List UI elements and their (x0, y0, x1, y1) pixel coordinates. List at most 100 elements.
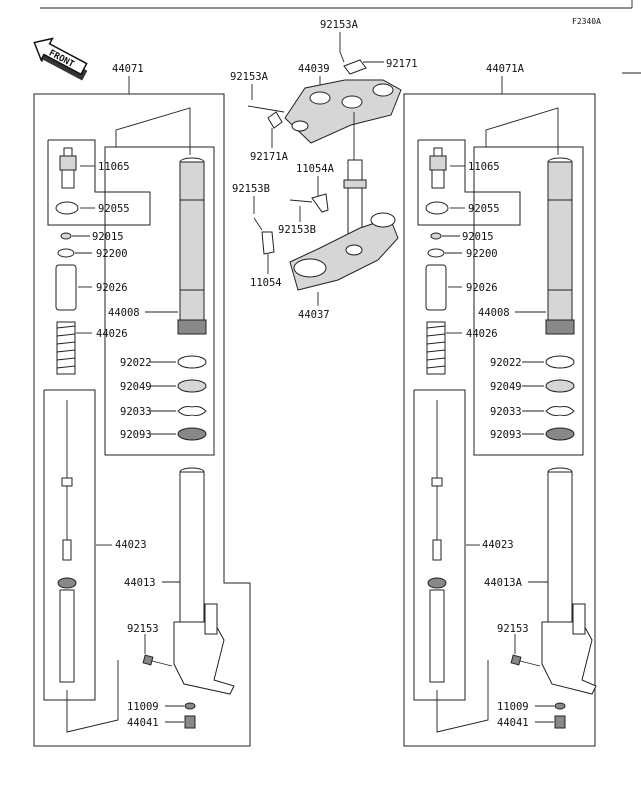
right-damper-box (413, 389, 466, 701)
label-L-92033: 92033 (120, 406, 152, 418)
bracket-11054 (261, 231, 275, 255)
left-damper-box (43, 389, 96, 701)
label-R-92153: 92153 (497, 623, 529, 635)
o-ring-92055-right (425, 201, 449, 215)
label-L-92022: 92022 (120, 357, 152, 369)
label-R-92022: 92022 (490, 357, 522, 369)
center-steering-assembly: 92153A 92171 44039 92153A 92171A 11054A (230, 19, 418, 321)
damper-rod-44023-left (57, 400, 77, 683)
label-44071: 44071 (112, 63, 144, 75)
label-L-92026: 92026 (96, 282, 128, 294)
inner-tube-44008-left (177, 157, 207, 335)
front-arrow-icon: FRONT (33, 37, 88, 81)
label-11054A: 11054A (296, 163, 335, 175)
cap-bolt-left (59, 147, 77, 189)
bolt-92153B-b (289, 199, 313, 203)
label-R-92026: 92026 (466, 282, 498, 294)
label-R-44026: 44026 (466, 328, 498, 340)
label-L-92153: 92153 (127, 623, 159, 635)
washer-92200-right (427, 248, 445, 258)
outer-tube-44013-left (173, 467, 235, 695)
seal-92049-left (177, 379, 207, 393)
label-R-92093: 92093 (490, 429, 522, 441)
bolt-92153B-a (253, 217, 263, 231)
right-outer-frame (403, 93, 596, 747)
ring-92022-right (545, 355, 575, 369)
label-11054: 11054 (250, 277, 282, 289)
washer-92200-left (57, 248, 75, 258)
outer-tube-44013A-right (541, 467, 597, 695)
o-ring-92055-left (55, 201, 79, 215)
label-R-11065: 11065 (468, 161, 500, 173)
washer-11009-right (554, 702, 566, 710)
clip-92033-left (177, 406, 207, 416)
label-92171A: 92171A (250, 151, 289, 163)
right-inner-frame (473, 146, 584, 456)
label-L-44023: 44023 (115, 539, 147, 551)
bolt-92153A-mid (247, 105, 285, 113)
label-44037: 44037 (298, 309, 330, 321)
label-L-11065: 11065 (98, 161, 130, 173)
nut-92015-right (430, 232, 442, 240)
label-L-92055: 92055 (98, 203, 130, 215)
inner-tube-44008-right (545, 157, 575, 335)
bolt-92153-right (510, 654, 541, 667)
damper-rod-44023-right (427, 400, 447, 683)
right-cap-box (417, 139, 521, 226)
left-outer-frame (33, 93, 251, 747)
label-92153A-top: 92153A (320, 19, 359, 31)
label-L-11009: 11009 (127, 701, 159, 713)
clip-92033-right (545, 406, 575, 416)
label-L-44041: 44041 (127, 717, 159, 729)
label-L-92015: 92015 (92, 231, 124, 243)
label-R-44008: 44008 (478, 307, 510, 319)
upper-triple-clamp-44039 (284, 79, 402, 144)
collar-92026-left (55, 264, 77, 311)
label-R-44023: 44023 (482, 539, 514, 551)
label-L-44013: 44013 (124, 577, 156, 589)
diagram-code: F2340A (572, 17, 601, 26)
seal-92093-right (545, 427, 575, 441)
label-92153A-mid: 92153A (230, 71, 269, 83)
lower-triple-clamp-44037 (289, 212, 399, 291)
label-R-44041: 44041 (497, 717, 529, 729)
cap-bolt-right (429, 147, 447, 189)
washer-11009-left (184, 702, 196, 710)
seal-92093-left (177, 427, 207, 441)
right-fork-assembly: 44071A 11065 92055 92015 92200 92026 (403, 63, 597, 747)
label-R-92200: 92200 (466, 248, 498, 260)
label-44071A: 44071A (486, 63, 525, 75)
label-R-44013A: 44013A (484, 577, 523, 589)
label-L-92200: 92200 (96, 248, 128, 260)
label-L-44008: 44008 (108, 307, 140, 319)
left-cap-box (47, 139, 151, 226)
label-44039: 44039 (298, 63, 330, 75)
bolt-92153-left (142, 654, 173, 667)
bolt-92153A-top (339, 51, 345, 63)
label-R-92033: 92033 (490, 406, 522, 418)
bolt-44041-right (554, 715, 566, 729)
label-R-11009: 11009 (497, 701, 529, 713)
collar-92026-right (425, 264, 447, 311)
label-92153B-b: 92153B (278, 224, 316, 236)
label-R-92015: 92015 (462, 231, 494, 243)
label-L-44026: 44026 (96, 328, 128, 340)
seal-92049-right (545, 379, 575, 393)
label-92153B-a: 92153B (232, 183, 270, 195)
clamp-92171A (267, 111, 283, 129)
nut-92015-left (60, 232, 72, 240)
bracket-11054A (311, 193, 329, 213)
label-92171: 92171 (386, 58, 418, 70)
bolt-44041-left (184, 715, 196, 729)
label-R-92049: 92049 (490, 381, 522, 393)
left-inner-frame (104, 146, 215, 456)
left-fork-assembly: 44071 11065 92055 92015 92200 92026 (33, 63, 251, 747)
spring-44026-right (426, 321, 446, 375)
clamp-92171 (343, 59, 367, 75)
ring-92022-left (177, 355, 207, 369)
label-R-92055: 92055 (468, 203, 500, 215)
label-L-92093: 92093 (120, 429, 152, 441)
spring-44026-left (56, 321, 76, 375)
label-L-92049: 92049 (120, 381, 152, 393)
